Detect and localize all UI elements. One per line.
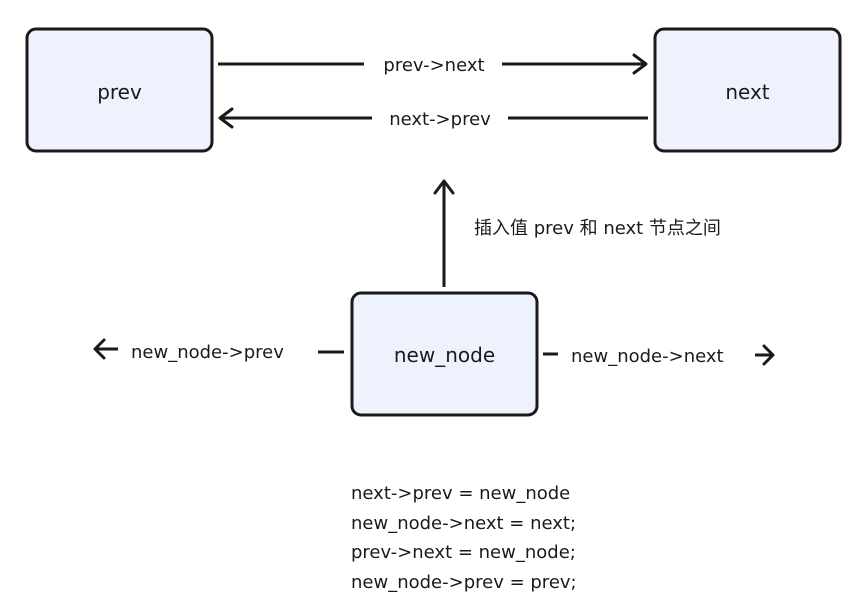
node-new-node-box [350,291,539,417]
code-line: new_node->next = next; [351,512,577,534]
node-new-node-label: new_node [394,343,495,367]
code-line: next->prev = new_node [351,483,571,504]
arrow-right-icon [762,344,775,366]
edge-next-prev-label: next->prev [389,109,491,130]
edge-insert: 插入值 prev 和 next 节点之间 [433,179,721,287]
edge-prev-next-label: prev->next [383,55,484,76]
node-next-box [653,27,842,153]
edge-prev-next: prev->next [218,53,648,76]
code-line: new_node->prev = prev; [351,571,577,593]
edge-new-prev-label: new_node->prev [131,342,284,363]
code-block: next->prev = new_node new_node->next = n… [351,479,577,597]
node-next: next [653,27,842,153]
node-prev: prev [25,27,214,153]
arrow-up-icon [433,179,455,195]
edge-new-next-label: new_node->next [571,346,724,367]
arrow-right-icon [632,53,648,75]
node-prev-label: prev [97,80,142,104]
arrow-left-icon [218,107,234,129]
edge-next-prev: next->prev [218,107,648,130]
insert-note-label: 插入值 prev 和 next 节点之间 [474,218,721,239]
node-next-label: next [725,80,769,104]
node-new-node: new_node [350,291,539,417]
code-line: prev->next = new_node; [351,542,576,563]
edge-new-prev: new_node->prev [93,338,344,363]
edge-new-next: new_node->next [543,344,775,367]
node-prev-box [25,27,214,153]
